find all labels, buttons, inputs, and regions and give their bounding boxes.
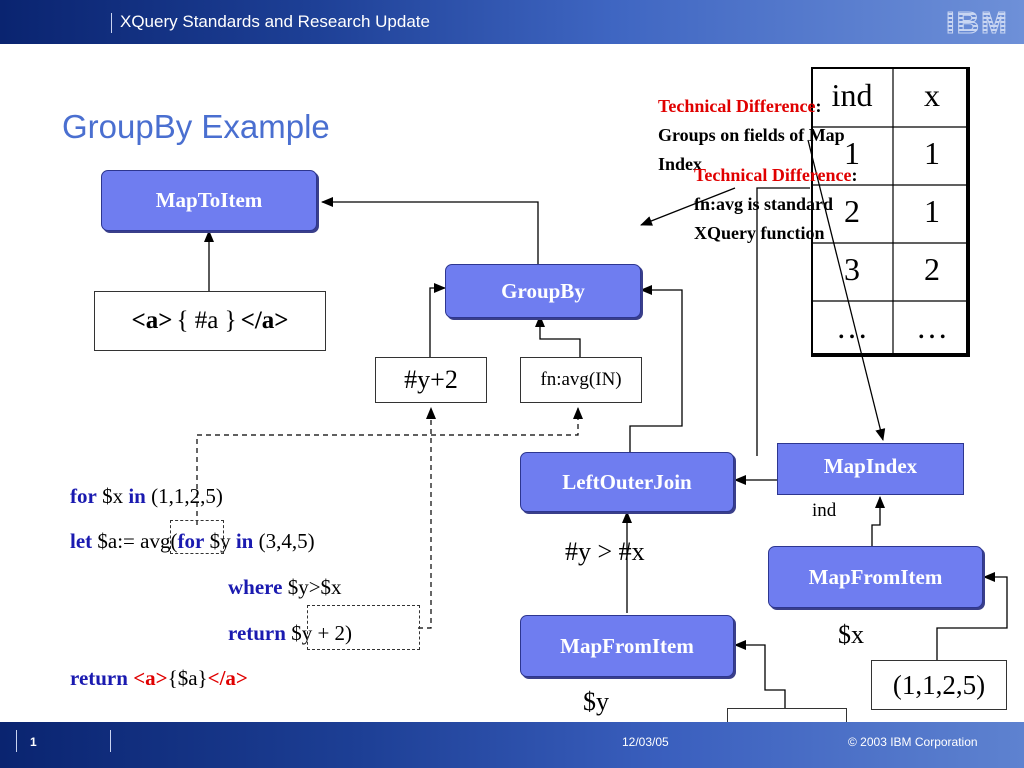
var-y-label: $y: [583, 687, 609, 716]
element-constructor-box: <a> { #a } </a>: [94, 291, 326, 351]
edge-join-to-groupby: [629, 285, 683, 452]
dashed-return-to-key: [418, 407, 436, 629]
footer-bar: [0, 722, 1024, 768]
table-cell: 3: [844, 251, 860, 287]
table-cell: 1: [924, 135, 940, 171]
edge-seqy-to-mfi: [734, 640, 786, 708]
mapindex-table: ind x 1 1 2 1 3 2 … …: [811, 67, 970, 357]
element-close-tag: </a>: [240, 307, 289, 334]
mapfromitem-right-node: MapFromItem: [768, 546, 983, 608]
mapfromitem-left-node: MapFromItem: [520, 615, 734, 677]
footer-divider: [110, 730, 111, 752]
table-cell: …: [836, 309, 868, 345]
maptoitem-node: MapToItem: [101, 170, 317, 231]
note-groups-on-fields: Technical Difference: Groups on fields o…: [658, 96, 845, 174]
code-line-3: where $y>$x: [228, 575, 342, 599]
var-x-label: $x: [838, 620, 864, 649]
seq-x-box: (1,1,2,5): [871, 660, 1007, 710]
slide-title: GroupBy Example: [62, 108, 330, 145]
leftouterjoin-node: LeftOuterJoin: [520, 452, 734, 512]
element-open-tag: <a>: [131, 307, 173, 334]
note1-pointer: [807, 139, 886, 441]
code-line-2: let $a:= avg(for $y in (3,4,5): [70, 529, 315, 553]
footer-date: 12/03/05: [622, 735, 669, 749]
note2-bracket: [756, 187, 810, 456]
dashed-avg-to-aggregate: [196, 407, 583, 525]
edge-key-to-groupby: [429, 283, 446, 357]
mapindex-node: MapIndex: [777, 443, 964, 495]
code-line-1: for $x in (1,1,2,5): [70, 484, 223, 508]
table-gridlines: [813, 69, 968, 355]
footer-copyright: © 2003 IBM Corporation: [848, 735, 978, 749]
edge-mfi-right-to-mapindex: [871, 496, 885, 546]
join-condition-label: #y > #x: [565, 537, 645, 566]
table-cell: 2: [924, 251, 940, 287]
return-expr-highlight: [307, 605, 420, 650]
code-line-5: return <a>{$a}</a>: [70, 666, 248, 690]
header-divider: [111, 13, 112, 33]
note2-pointer: [640, 187, 736, 226]
table-cell: 1: [844, 135, 860, 171]
table-header-ind: ind: [831, 77, 873, 113]
presentation-title: XQuery Standards and Research Update: [120, 12, 430, 31]
group-key-box: #y+2: [375, 357, 487, 403]
edge-seqx-to-mfi: [936, 572, 1008, 660]
header-bar: [0, 0, 1024, 44]
table-cell: 2: [844, 193, 860, 229]
ind-label: ind: [812, 500, 837, 521]
avg-highlight: [170, 520, 224, 554]
table-cell: …: [916, 309, 948, 345]
aggregate-box: fn:avg(IN): [520, 357, 642, 403]
groupby-node: GroupBy: [445, 264, 641, 318]
footer-divider: [16, 730, 17, 752]
code-line-4: return $y + 2): [228, 621, 353, 645]
page-number: 1: [30, 735, 37, 749]
ibm-logo: IBM: [946, 5, 1009, 41]
edge-agg-to-groupby: [535, 315, 581, 357]
edge-groupby-to-maptoitem: [321, 197, 539, 264]
note-avg-standard: Technical Difference: fn:avg is standard…: [694, 165, 858, 243]
table-cell: 1: [924, 193, 940, 229]
element-body: { #a }: [176, 307, 237, 334]
table-header-x: x: [924, 77, 940, 113]
